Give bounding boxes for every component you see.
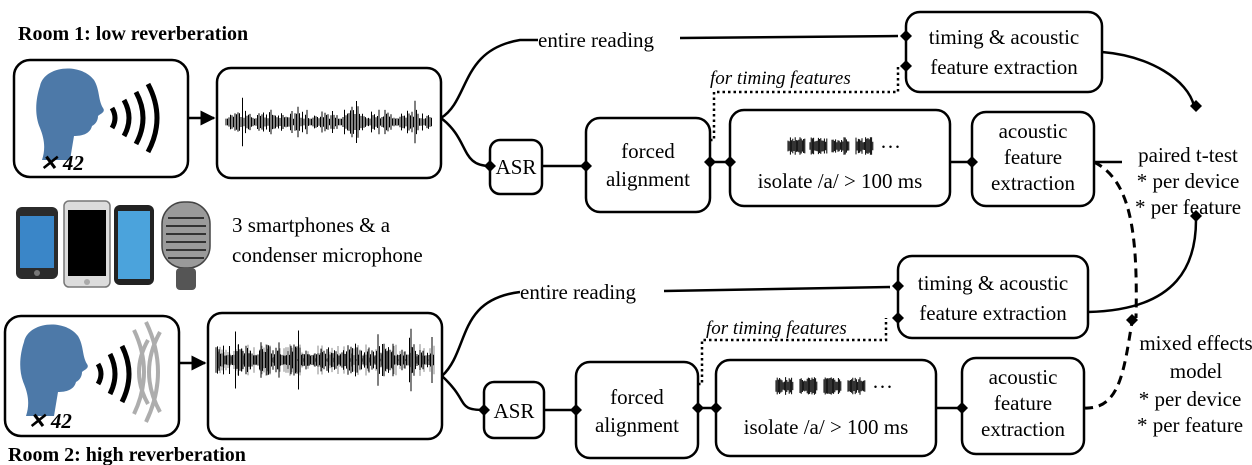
room1-speaker-count: ✕ 42 [40,151,84,175]
waveform-icon [775,377,866,395]
speaker-head-icon [20,324,88,416]
diamond-connector-icon [892,312,904,324]
paired-line3: * per feature [1135,195,1241,219]
room1-line-entire-to-timing [679,34,899,40]
diamond-connector-icon [1190,210,1202,222]
room2-connector-asr [441,375,485,412]
diamond-connector-icon [478,404,490,416]
room1-acoustic-line2: feature [1004,145,1062,169]
diamond-connector-icon [580,160,592,172]
room2-forced-alignment-box [574,360,700,460]
room2-acoustic-line2: feature [994,391,1052,415]
room2-asr-label: ASR [494,399,535,423]
room1-timing-line1: timing & acoustic [929,25,1079,49]
sound-wave-icon [95,321,162,423]
room1-acoustic-line1: acoustic [999,119,1068,143]
smartphone-icon [114,205,154,285]
waveform-icon [225,97,432,147]
room1-connector-entire [440,38,538,120]
diamond-connector-icon [1126,314,1138,326]
diamond-connector-icon [900,60,912,72]
room1-ellipsis: ··· [880,135,901,159]
diamond-connector-icon [692,402,704,414]
room2-acoustic-line3: extraction [981,417,1065,441]
room1-timing-note: for timing features [710,68,851,89]
room2-fa-line1: forced [610,385,664,409]
room1-acoustic-line3: extraction [991,171,1075,195]
room1-timing-box [904,10,1104,94]
mixed-line1: mixed effects [1139,331,1252,355]
room2-connector-entire [441,290,521,377]
room1-connector-asr [440,117,491,168]
room2-ellipsis: ··· [872,375,893,399]
room2-title: Room 2: high reverberation [8,444,246,465]
paired-line1: paired t-test [1138,143,1238,167]
room2-acoustic-line1: acoustic [989,365,1058,389]
smartphone-icon [16,207,58,279]
room2-isolate-label: isolate /a/ > 100 ms [744,415,909,439]
speaker-head-icon [36,68,104,160]
diamond-connector-icon [570,404,582,416]
room2-timing-line1: timing & acoustic [918,271,1068,295]
room2-line-entire-to-timing [663,285,891,293]
diamond-connector-icon [710,402,722,414]
waveform-icon [787,137,874,155]
room1-fa-line1: forced [621,139,675,163]
room2-waveform-box [206,311,444,441]
room2-timing-line2: feature extraction [919,301,1067,325]
smartphone-icon [63,200,111,288]
diamond-connector-icon [956,402,968,414]
room1-fa-line2: alignment [606,167,690,191]
diamond-connector-icon [724,156,736,168]
condenser-microphone-icon [161,201,211,290]
room1-isolate-label: isolate /a/ > 100 ms [758,169,923,193]
room1-timing-dotted [710,66,900,142]
diamond-connector-icon [1190,100,1202,112]
room2-timing-box [896,254,1090,340]
room1-forced-alignment-box [584,116,712,214]
diamond-connectors [478,30,1202,416]
diamond-connector-icon [704,156,716,168]
waveform-icon [215,328,435,392]
room2-isolate-box [714,358,938,458]
room2-timing-note: for timing features [706,318,847,339]
paired-line2: * per device [1137,169,1240,193]
room2-fa-line2: alignment [595,413,679,437]
room1-acoustic-to-mixed [1093,160,1138,319]
room1-entire-reading: entire reading [538,28,655,52]
mixed-line3: * per device [1139,387,1242,411]
diamond-connector-icon [484,160,496,172]
room1-asr-label: ASR [496,155,537,179]
devices-line2: condenser microphone [232,243,423,267]
diamond-connector-icon [900,30,912,42]
diamond-connector-icon [892,280,904,292]
room1-title: Room 1: low reverberation [18,23,248,45]
sound-wave-icon [109,82,160,154]
room2-timing-to-paired [1087,219,1198,314]
room2-speaker-count: ✕ 42 [28,409,72,433]
room2-acoustic-to-mixed [1083,321,1134,410]
room2-entire-reading: entire reading [520,280,637,304]
mixed-line4: * per feature [1137,413,1243,437]
devices-line1: 3 smartphones & a [232,213,391,237]
mixed-line2: model [1170,359,1223,383]
diamond-connector-icon [966,156,978,168]
room1-timing-to-paired [1101,50,1196,107]
room1-timing-line2: feature extraction [930,55,1078,79]
